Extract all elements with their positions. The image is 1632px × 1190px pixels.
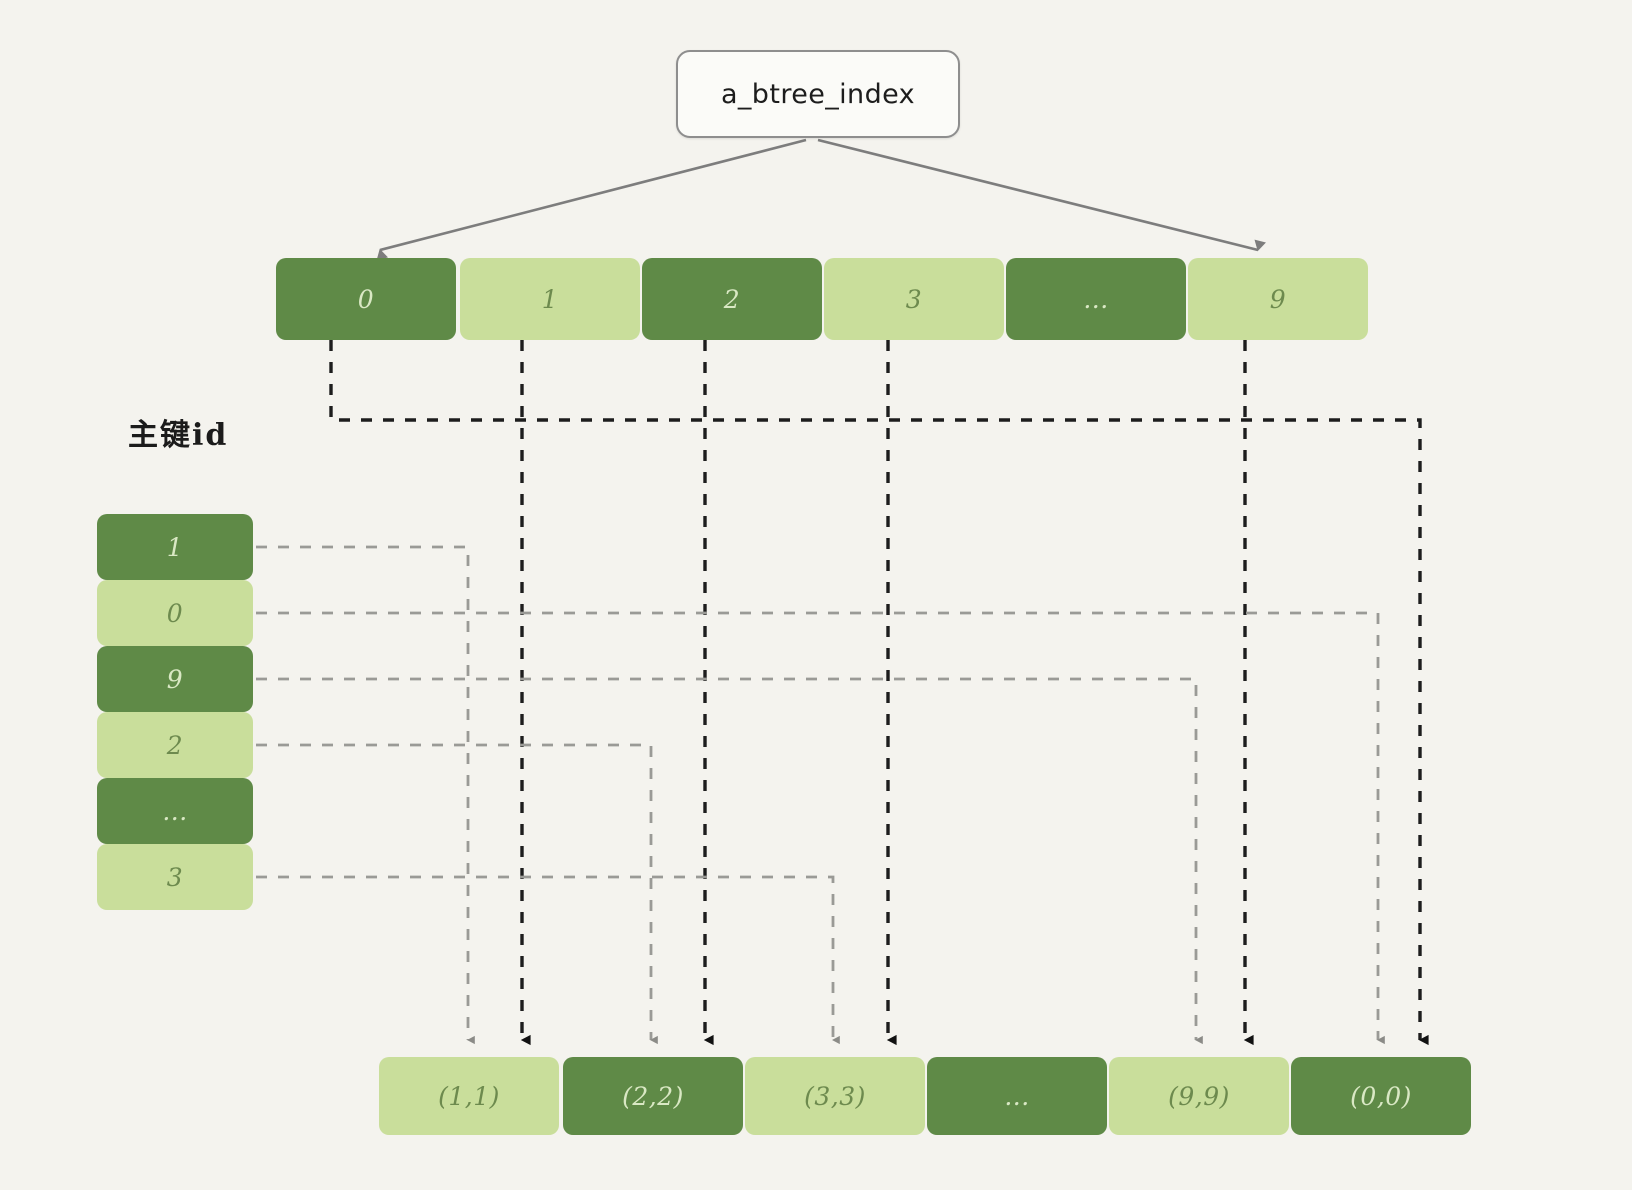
pk-cell[interactable]: 9	[97, 646, 253, 712]
pk-to-tuple-wires	[256, 545, 1385, 1045]
title-to-index-arrows	[376, 138, 1266, 261]
tuple-cell[interactable]: ...	[927, 1057, 1107, 1135]
tuple-cell[interactable]: (3,3)	[745, 1057, 925, 1135]
pk-cell[interactable]: 1	[97, 514, 253, 580]
page-title: a_btree_index	[676, 50, 960, 138]
index-cell[interactable]: 3	[824, 258, 1004, 340]
index-cell[interactable]: 0	[276, 258, 456, 340]
index-cell[interactable]: 2	[642, 258, 822, 340]
pk-cell[interactable]: 0	[97, 580, 253, 646]
tuple-cell[interactable]: (1,1)	[379, 1057, 559, 1135]
pk-cell[interactable]: 2	[97, 712, 253, 778]
index-cell[interactable]: ...	[1006, 258, 1186, 340]
index-to-tuple-wires	[329, 340, 1429, 1046]
index-cell[interactable]: 1	[460, 258, 640, 340]
pk-cell[interactable]: ...	[97, 778, 253, 844]
primary-key-label: 主键id	[128, 418, 229, 453]
tuple-cell[interactable]: (0,0)	[1291, 1057, 1471, 1135]
tuple-cell[interactable]: (2,2)	[563, 1057, 743, 1135]
pk-cell[interactable]: 3	[97, 844, 253, 910]
tuple-cell[interactable]: (9,9)	[1109, 1057, 1289, 1135]
index-cell[interactable]: 9	[1188, 258, 1368, 340]
